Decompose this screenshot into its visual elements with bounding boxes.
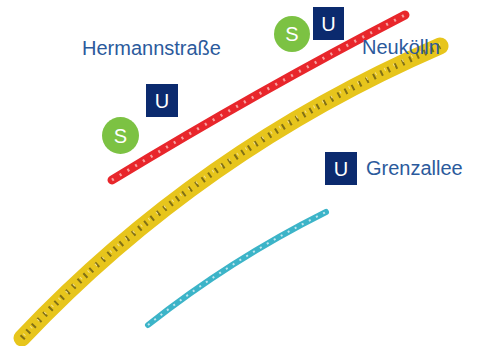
station-name: Hermannstraße — [82, 37, 221, 59]
station-name: Neukölln — [362, 36, 440, 58]
icon-fill — [146, 84, 178, 117]
icon-fill — [313, 7, 344, 40]
line-texture — [24, 43, 442, 335]
line-letter: S — [102, 117, 139, 154]
line-letter: U — [146, 84, 178, 117]
u-bahn-line-cyan — [148, 212, 326, 325]
u-bahn-icon: U — [146, 84, 178, 117]
icon-fill — [325, 152, 357, 185]
line-letter: U — [325, 152, 357, 185]
line-texture — [22, 46, 440, 338]
s-bahn-icon: S — [102, 117, 139, 154]
line-letter: S — [274, 16, 310, 52]
line-texture — [148, 212, 326, 325]
u-bahn-line-yellow — [22, 46, 440, 338]
station-name: Grenzallee — [366, 157, 463, 179]
line-letter: U — [313, 7, 344, 40]
icon-fill — [102, 117, 139, 154]
icon-fill — [274, 16, 310, 52]
u-bahn-icon: U — [313, 7, 344, 40]
u-bahn-icon: U — [325, 152, 357, 185]
s-bahn-icon: S — [274, 16, 310, 52]
